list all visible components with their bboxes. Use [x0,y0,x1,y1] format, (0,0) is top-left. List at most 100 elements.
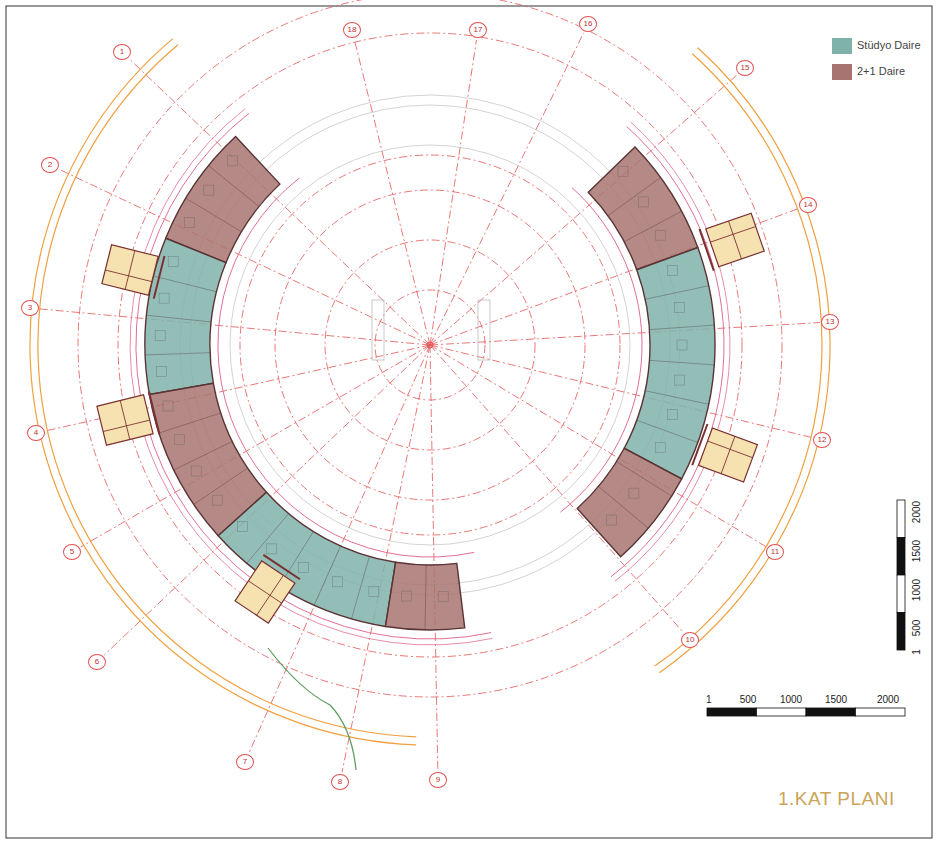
scale-bar [897,575,905,613]
furniture [618,166,628,176]
furniture [333,577,343,587]
axis-line [430,208,799,345]
stair-core [692,424,758,484]
axis-callout: 13 [821,314,839,330]
furniture [184,217,194,227]
furniture [298,563,308,573]
scale-number: 1 [911,649,922,655]
stair-core [101,243,164,299]
legend-text: Stüdyo Daire [857,39,921,51]
scale-bar [806,708,856,716]
axis-callout: 2 [41,157,59,173]
partition-wall [624,211,681,242]
partition-wall [153,276,216,292]
scale-bar [707,708,757,716]
partition-wall [314,546,340,605]
core-box [97,395,153,445]
core-line [120,401,130,440]
core-wall [699,229,713,271]
stair-core [233,555,300,624]
partition-wall [425,565,426,630]
axis-line [430,345,812,438]
scale-bar [897,538,905,576]
partition-wall [617,462,672,496]
axis-callout: 16 [579,16,597,32]
axis-line [40,309,430,345]
center-mark [427,342,433,348]
stair-core [96,391,159,447]
furniture [266,544,276,554]
scale-number: 1500 [825,694,847,705]
core-box [699,428,758,482]
axis-line [249,345,430,753]
core-wall [154,256,165,299]
furniture [677,340,687,350]
axis-callout: 5 [63,544,81,560]
core-wall [263,555,300,579]
two-bedroom-unit [166,137,280,263]
furniture [163,401,173,411]
two-bedroom-unit [588,147,698,270]
partition-wall [174,441,232,469]
axis-line [430,323,820,345]
axis-callout: 4 [27,425,45,441]
core-box [706,213,764,266]
furniture [655,442,665,452]
partition-wall [645,286,709,300]
furniture [155,331,165,341]
scale-bar [897,500,905,538]
furniture [438,592,448,602]
studio-unit [218,492,395,626]
axis-callout: 18 [343,22,361,38]
facade-arc [136,113,491,639]
furniture [629,488,639,498]
scale-bar [856,708,906,716]
grid-circle [118,33,742,657]
scale-number: 500 [911,620,922,637]
core-box [102,245,158,295]
partition-wall [649,360,714,365]
partition-wall [186,198,242,231]
furniture [369,586,379,596]
axis-callout: 15 [736,60,754,76]
partition-wall [247,514,289,564]
furniture [237,521,247,531]
partition-wall [209,166,260,207]
axis-line [354,40,430,345]
axis-callout: 10 [681,632,699,648]
core-line [721,436,735,474]
furniture [156,366,166,376]
scale-number: 2000 [877,694,899,705]
partition-wall [147,315,212,322]
scale-bar [897,613,905,651]
axis-line [430,33,584,345]
furniture [168,257,178,267]
partition-wall [194,468,248,504]
axis-callout: 14 [799,197,817,213]
elevator [372,300,384,360]
two-bedroom-unit [385,562,464,630]
axis-callout: 17 [469,22,487,38]
furniture [667,409,677,419]
axis-callout: 1 [113,44,131,60]
elevator [478,300,490,360]
axis-callout: 7 [236,754,254,770]
grid-circle [78,0,782,697]
balcony-arc [38,45,416,737]
facade-arc [130,109,492,645]
plan-title: 1.KAT PLANI [778,788,895,810]
scale-number: 1500 [911,540,922,562]
scale-number: 1000 [911,579,922,601]
scale-number: 500 [740,694,757,705]
furniture [191,466,201,476]
furniture [667,266,677,276]
furniture [655,230,665,240]
legend-text: 2+1 Daire [857,65,905,77]
two-bedroom-unit [577,448,681,557]
core-wall [692,424,707,465]
partition-wall [645,391,709,405]
path-line [268,648,356,770]
partition-wall [649,325,714,330]
core-wall [149,391,160,434]
